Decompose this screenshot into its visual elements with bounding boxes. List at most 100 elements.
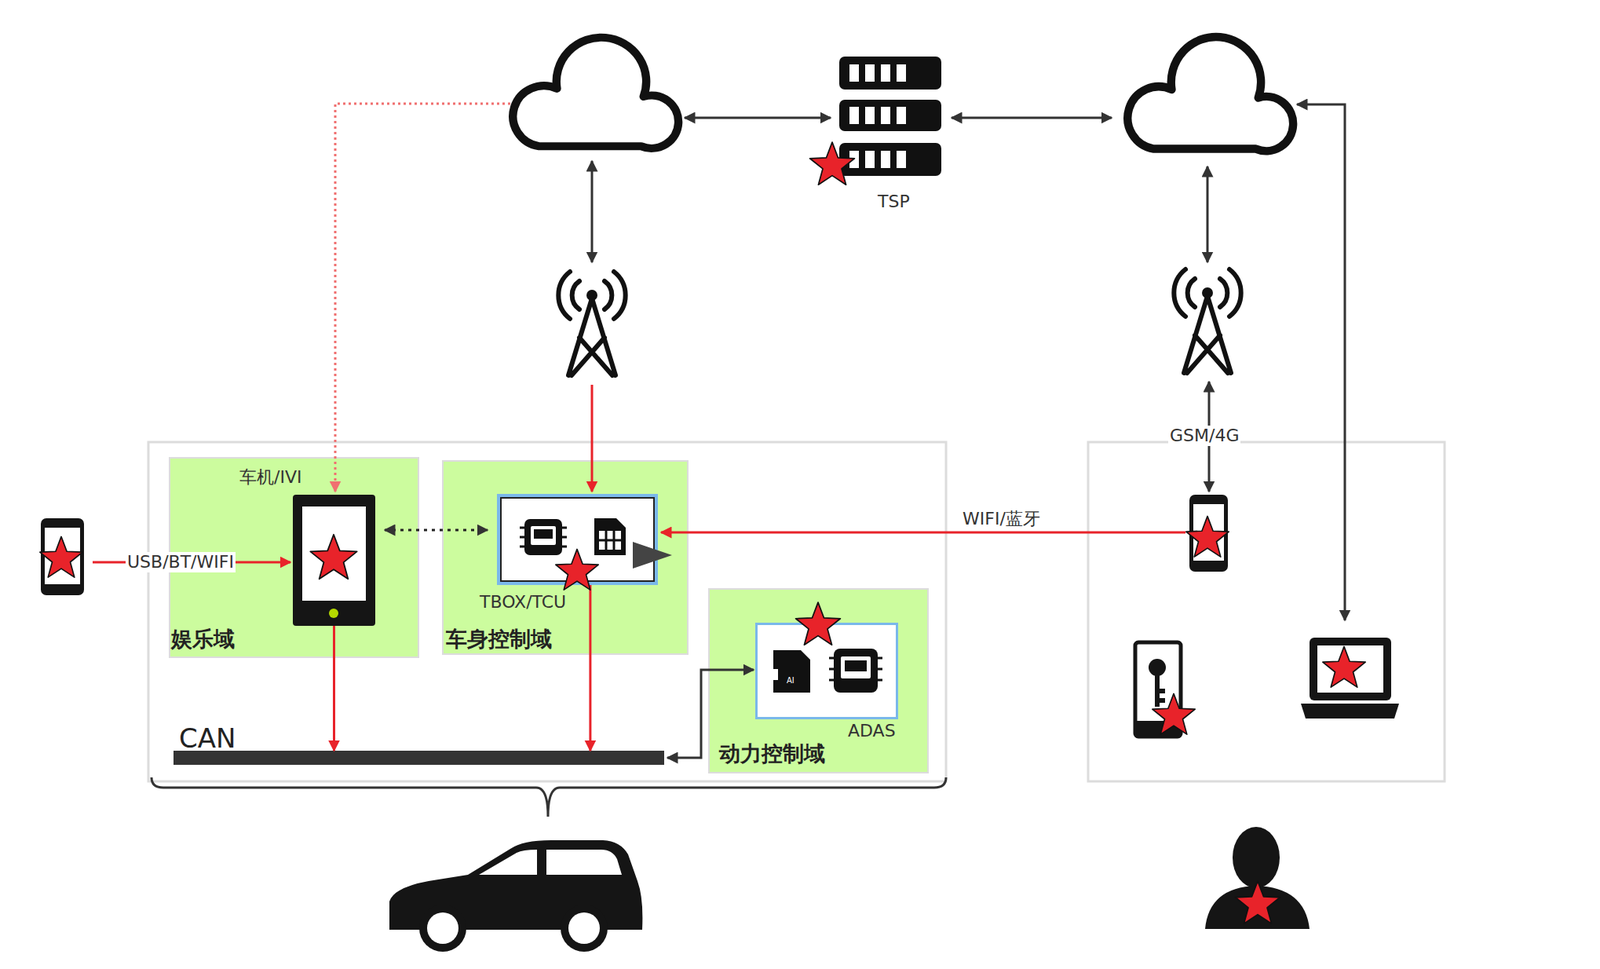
node-label: TBOX/TCU [479,591,567,613]
ai-chip-body [773,650,811,693]
phone-screen [302,506,366,601]
car-wheel [427,912,459,944]
server-slots [849,64,906,169]
node-label: 车身控制域 [445,626,552,652]
car-wheel [560,904,608,952]
chip-core [530,526,556,545]
ivi-unit: 车机/IVI [292,494,376,626]
link-arrow [1206,166,1210,263]
sim-contacts [599,530,622,550]
threat-star [1322,646,1366,687]
key-head [1148,658,1166,676]
domain-box: 娱乐域 车机/IVI [168,456,420,658]
node-label: 车机/IVI [239,467,302,488]
link-label: USB/BT/WIFI [125,551,236,573]
phone-button [328,608,339,618]
node-label: CAN [178,722,236,755]
person-icon [1205,826,1310,929]
attack-arrow [591,384,594,492]
phone-screen [44,527,81,585]
chip-core [844,660,867,672]
key-phone-bar [1135,720,1181,737]
attack-arrow [661,531,1186,534]
laptop-screen [1317,645,1384,693]
server-icon [839,56,942,176]
chip-icon [519,518,567,556]
link-arrow [591,160,594,263]
key-phone-icon [1135,642,1181,737]
cloud-icon [1127,36,1294,151]
node-label: 娱乐域 [171,626,235,652]
threat-star [40,536,83,578]
server-unit [839,99,942,132]
node-label: TSP [877,191,910,212]
chip-core [840,656,871,679]
attack-arrow [92,561,291,564]
node-label: 动力控制域 [719,741,826,767]
phone-icon [40,518,85,596]
chip-pins [519,527,567,547]
server-unit [839,56,942,90]
tbox-unit: TBOX/TCU [496,493,658,585]
chip-body [524,518,563,556]
connector [588,584,592,751]
threat-star [1235,880,1281,924]
phone-icon [1189,494,1228,572]
threat-star [810,142,855,185]
cloud-icon [512,37,679,149]
car-wheel [568,912,600,944]
threat-star [796,602,841,645]
connector [667,669,754,758]
person-head [1232,826,1280,888]
sim-lines [599,530,622,550]
play-arrow [632,541,673,569]
server-node: TSP [839,56,942,176]
cell-tower-icon [558,271,625,376]
sim-icon [594,518,626,556]
car-icon [389,840,643,952]
sim-body [594,518,626,556]
laptop-icon [1300,637,1400,719]
ai-chip-icon [773,650,811,693]
person-body [1205,885,1310,929]
cell-tower-icon [1173,269,1241,373]
car-body [389,840,643,930]
connector [384,529,488,532]
link-arrow [1208,381,1211,492]
threat-star [555,548,599,590]
node-label: ADAS [847,720,896,742]
chip-body [833,648,878,693]
threat-star [310,534,357,579]
link-arrow [951,116,1112,120]
threat-star [1152,693,1195,735]
link-label: GSM/4G [1168,425,1241,446]
chip-core [533,529,553,539]
car-window [478,849,622,875]
link-arrow [684,116,831,120]
chip-icon [829,648,883,693]
threat-star [1186,515,1229,557]
car-wheel [419,904,467,952]
attack-path-dotted [335,103,511,492]
key-phone-body [1135,642,1181,737]
user-boundary [1088,442,1445,782]
domain-box: 车身控制域 TBOX/TCU [442,460,689,655]
key-stem [1157,673,1166,707]
link-arrow [1296,104,1345,621]
chip-pins [829,657,883,680]
server-unit [839,142,942,176]
phone-screen [1193,504,1224,561]
laptop-base [1300,703,1400,719]
link-label: WIFI/蓝牙 [960,508,1042,530]
laptop-screen-frame [1309,637,1392,701]
vehicle-boundary [148,442,947,782]
connector [332,625,336,751]
brace [151,777,947,817]
can-bus: CAN [173,750,665,765]
adas-unit: ADAS [755,622,899,720]
domain-box: 动力控制域 ADAS [708,588,929,774]
